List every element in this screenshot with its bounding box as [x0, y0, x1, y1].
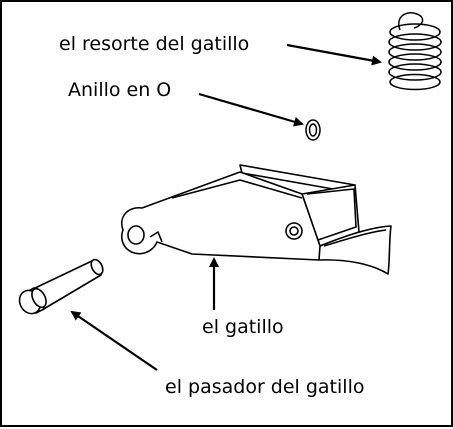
- trigger-label: el gatillo: [202, 316, 284, 338]
- o-ring-illustration: [305, 119, 321, 141]
- trigger-illustration: [120, 164, 392, 275]
- spring-arrow: [286, 43, 382, 66]
- spring-illustration: [388, 12, 442, 91]
- leader-arrows: [70, 43, 382, 371]
- o-ring-arrow: [198, 92, 304, 127]
- trigger-pin-illustration: [18, 258, 104, 315]
- spring-label: el resorte del gatillo: [59, 33, 250, 55]
- trigger-pin-label: el pasador del gatillo: [165, 376, 365, 398]
- o-ring-label: Anillo en O: [68, 79, 172, 101]
- pin-arrow: [70, 310, 158, 371]
